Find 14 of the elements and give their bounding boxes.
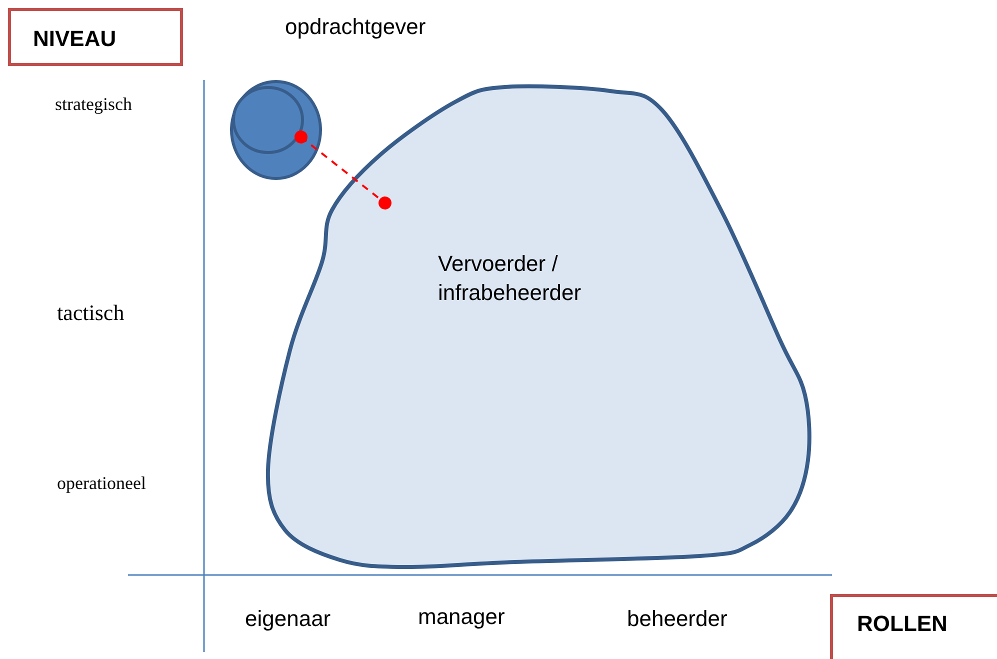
level-label: tactisch xyxy=(57,300,124,326)
header-text: NIVEAU xyxy=(33,26,116,52)
level-label: strategisch xyxy=(55,94,132,115)
level-label: operationeel xyxy=(57,473,146,494)
area-title: Vervoerder / infrabeheerder xyxy=(438,250,582,307)
role-label: eigenaar xyxy=(245,606,331,632)
dashed-connector xyxy=(294,130,392,210)
inner-circle xyxy=(232,86,304,154)
header-text: ROLLEN xyxy=(857,611,948,637)
role-label: manager xyxy=(418,604,505,630)
circle-heading: opdrachtgever xyxy=(285,14,426,40)
roles-header-box xyxy=(830,594,997,659)
level-header-box xyxy=(8,8,183,66)
role-label: beheerder xyxy=(627,606,728,632)
